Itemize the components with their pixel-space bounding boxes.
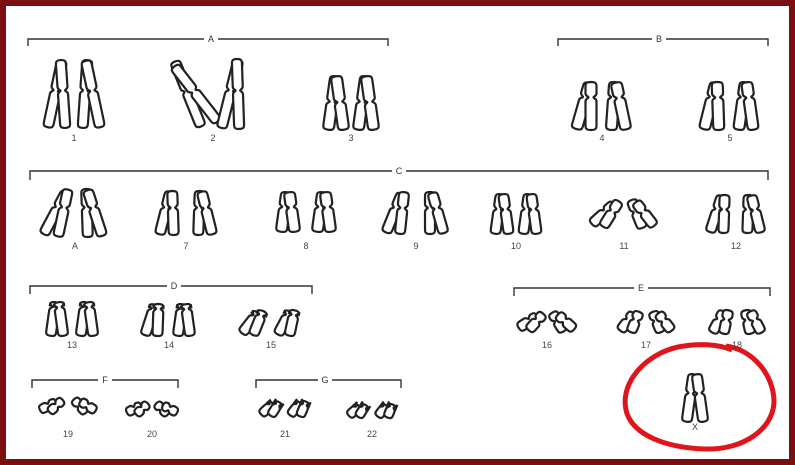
sex-chromosome-x: X: [625, 345, 774, 449]
x-chromosome: [682, 374, 709, 423]
chromosome: [56, 60, 71, 129]
chromosome-pair: [708, 309, 766, 335]
pair-number: 22: [367, 429, 377, 439]
group-bracket-e: E: [514, 282, 770, 296]
pair-number: 12: [731, 241, 741, 251]
chromosome-pair: [258, 399, 311, 418]
chromosome-pair: [699, 81, 759, 130]
group-bracket-a: A: [28, 33, 388, 46]
pair-number: 19: [63, 429, 73, 439]
chromosome-pair: [571, 81, 631, 130]
chromosome-pair: [589, 198, 659, 230]
group-bracket-c: C: [30, 165, 768, 180]
pair-number: 17: [641, 340, 651, 350]
group-bracket-g: G: [256, 374, 401, 388]
group-label-d: D: [171, 281, 178, 291]
chromosome-pair: [46, 301, 99, 336]
chromosome: [167, 191, 179, 235]
chromosome-pair: [155, 190, 217, 235]
pair-number: 15: [266, 340, 276, 350]
chromosome-pair: [323, 75, 379, 130]
pair-number: 9: [413, 241, 418, 251]
chromosome-pair: [346, 401, 398, 419]
chromosome: [586, 82, 597, 130]
pair-number: 20: [147, 429, 157, 439]
chromosome: [712, 82, 725, 130]
chromosome-pair: [490, 193, 541, 234]
pair-number: 4: [599, 133, 604, 143]
pair-number: 7: [183, 241, 188, 251]
pair-number: 10: [511, 241, 521, 251]
sex-chromosome-label: X: [692, 422, 698, 432]
pair-number: 18: [732, 340, 742, 350]
karyotype-diagram: A B C D E F G X 1 2 3 4: [6, 6, 789, 459]
chromosome-pair: [381, 191, 448, 234]
pair-number: 8: [303, 241, 308, 251]
chromosome-pair: [238, 309, 300, 337]
pair-number: 1: [71, 133, 76, 143]
chromosome-pair: [43, 60, 105, 129]
group-label-c: C: [396, 166, 403, 176]
pair-number: 21: [280, 429, 290, 439]
chromosome: [718, 195, 729, 233]
chromosome: [525, 310, 547, 333]
chromosome: [232, 59, 244, 129]
chromosome-pair: [616, 310, 675, 334]
chromosome-pair: [140, 303, 195, 337]
chromosome-pair: [170, 59, 244, 129]
group-bracket-f: F: [32, 374, 178, 388]
group-label-e: E: [638, 283, 644, 293]
pair-number: 11: [619, 241, 628, 251]
chromosome-pair: [125, 400, 179, 417]
pair-number: A: [72, 241, 78, 251]
chromosome-pair: [705, 194, 765, 233]
group-bracket-b: B: [558, 33, 768, 46]
group-label-b: B: [656, 34, 662, 44]
group-label-a: A: [208, 34, 214, 44]
group-label-g: G: [321, 375, 328, 385]
pair-number: 13: [67, 340, 77, 350]
chromosome-pair: [276, 191, 336, 232]
chromosome: [692, 374, 709, 423]
chromosome-pair: [38, 396, 98, 415]
karyotype-svg: A B C D E F G X 1 2 3 4: [6, 6, 789, 459]
chromosome: [152, 304, 163, 336]
group-label-f: F: [102, 375, 108, 385]
chromosome-pair: [39, 188, 107, 237]
chromosome-pair: [516, 310, 577, 334]
pair-number: 2: [210, 133, 215, 143]
pair-number: 3: [348, 133, 353, 143]
group-bracket-d: D: [30, 280, 312, 294]
pair-number: 5: [727, 133, 732, 143]
pair-number: 16: [542, 340, 552, 350]
pairs-layer: [38, 59, 766, 419]
pair-number: 14: [164, 340, 174, 350]
